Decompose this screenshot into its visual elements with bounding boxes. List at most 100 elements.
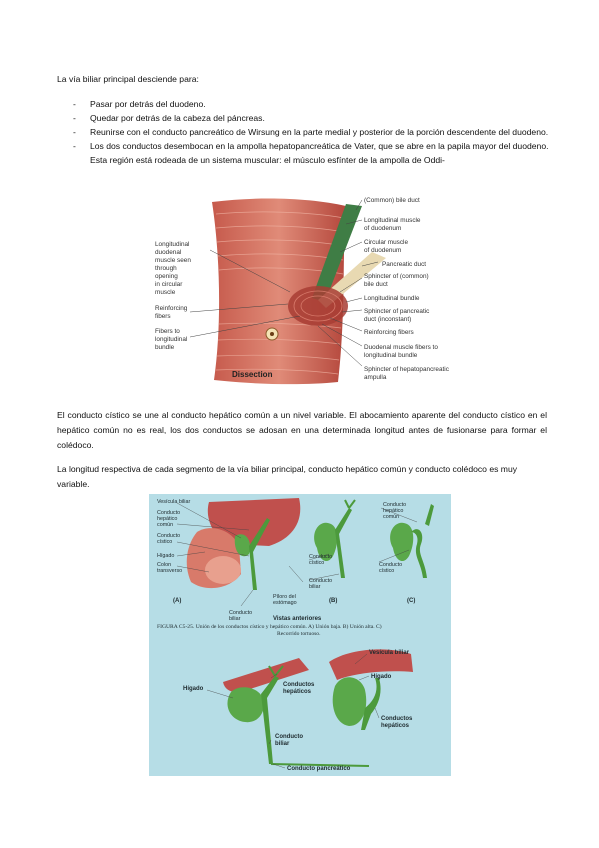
bullet-dash: - (73, 141, 76, 151)
liver-shape-e (329, 649, 413, 680)
label-higado-a: Hígado (157, 553, 174, 559)
svg-text:bundle: bundle (155, 344, 175, 351)
svg-text:through: through (155, 265, 177, 272)
list-item: -Reunirse con el conducto pancreático de… (73, 127, 549, 137)
svg-text:longitudinal: longitudinal (155, 336, 187, 343)
liver-shape-d (223, 658, 309, 692)
gallbladder-b (314, 522, 338, 562)
svg-text:Sphincter of (common): Sphincter of (common) (364, 273, 429, 280)
list-item: -Pasar por detrás del duodeno. (73, 99, 206, 109)
svg-text:muscle: muscle (155, 289, 176, 296)
svg-text:Conducto: Conducto (383, 502, 406, 508)
svg-text:duodenal: duodenal (155, 249, 181, 256)
label-reinforcing-fibers: Reinforcing (155, 305, 188, 312)
duodenal-wall (212, 198, 346, 385)
bile-duct-b (335, 508, 352, 578)
svg-text:transverso: transverso (157, 568, 182, 574)
bile-duct-a (249, 518, 270, 590)
svg-text:Conducto: Conducto (309, 554, 332, 560)
svg-text:común: común (157, 522, 173, 528)
list-item: -Quedar por detrás de la cabeza del pánc… (73, 113, 265, 123)
svg-text:Longitudinal bundle: Longitudinal bundle (364, 295, 420, 302)
svg-text:of duodenum: of duodenum (364, 225, 401, 232)
svg-text:común: común (383, 514, 399, 520)
duct-union-illustration: Vesícula biliar Conducto hepático común … (157, 498, 434, 772)
svg-text:Longitudinal muscle: Longitudinal muscle (364, 217, 421, 224)
bile-duct-d (261, 676, 279, 764)
svg-text:Conducto: Conducto (229, 610, 252, 616)
svg-text:ampulla: ampulla (364, 374, 387, 381)
panel-b-tag: (B) (329, 598, 337, 604)
svg-text:Circular muscle: Circular muscle (364, 239, 408, 246)
svg-text:Reinforcing fibers: Reinforcing fibers (364, 329, 414, 336)
label-fibers-to-bundle: Fibers to (155, 328, 180, 335)
svg-text:Conductos: Conductos (283, 682, 315, 688)
svg-text:Conductos: Conductos (381, 716, 413, 722)
svg-text:Colon: Colon (157, 562, 171, 568)
svg-text:Conducto: Conducto (309, 578, 332, 584)
svg-text:Sphincter of hepatopancreatic: Sphincter of hepatopancreatic (364, 366, 450, 373)
bile-duct (312, 204, 362, 302)
duct-e (361, 678, 381, 730)
svg-text:hepáticos: hepáticos (283, 689, 312, 695)
bullet-list: -Pasar por detrás del duodeno. -Quedar p… (57, 97, 552, 167)
svg-text:opening: opening (155, 273, 178, 280)
label-conducto-pancreatico: Conducto pancreático (287, 766, 351, 772)
dissection-illustration: Longitudinal duodenal muscle seen throug… (155, 197, 450, 385)
svg-text:biliar: biliar (275, 741, 290, 747)
label-pancreatic-duct: Pancreatic duct (382, 261, 426, 268)
svg-text:longitudinal bundle: longitudinal bundle (364, 352, 418, 359)
gallbladder-e (332, 677, 367, 726)
svg-text:in circular: in circular (155, 281, 183, 288)
bullet-dash: - (73, 113, 76, 123)
paragraph-length: La longitud respectiva de cada segmento … (57, 464, 518, 489)
svg-text:biliar: biliar (309, 584, 321, 590)
label-higado-d: Hígado (183, 686, 204, 692)
svg-text:hepáticos: hepáticos (381, 723, 410, 729)
gallbladder-c (390, 522, 414, 562)
svg-text:Conducto: Conducto (157, 510, 180, 516)
svg-text:cístico: cístico (157, 539, 172, 545)
bullet-dash: - (73, 99, 76, 109)
svg-text:cístico: cístico (379, 568, 394, 574)
dissection-caption: Dissection (232, 370, 273, 379)
svg-text:hepático: hepático (383, 508, 403, 514)
views-heading: Vistas anteriores (273, 616, 322, 622)
svg-text:duct (inconstant): duct (inconstant) (364, 316, 411, 323)
intro-text: La vía biliar principal desciende para: (57, 74, 199, 84)
svg-text:muscle seen: muscle seen (155, 257, 191, 264)
panel-a-tag: (A) (173, 598, 181, 604)
bullet-dash: - (73, 127, 76, 137)
svg-text:Píloro del: Píloro del (273, 594, 296, 600)
svg-text:Conducto: Conducto (379, 562, 402, 568)
svg-text:Sphincter of pancreatic: Sphincter of pancreatic (364, 308, 430, 315)
figure-caption-line1: FIGURA C5-25. Unión de los conductos cís… (157, 623, 382, 630)
svg-text:Duodenal muscle fibers to: Duodenal muscle fibers to (364, 344, 438, 351)
svg-text:Conducto: Conducto (275, 734, 303, 740)
label-vesicula-biliar-a: Vesícula biliar (157, 499, 190, 505)
list-item: -Los dos conductos desembocan en la ampo… (73, 141, 549, 165)
sphincter-dissection-figure: Longitudinal duodenal muscle seen throug… (150, 194, 450, 388)
liver-shape-a (207, 498, 301, 546)
svg-text:estómago: estómago (273, 600, 297, 606)
sphincter-complex (288, 286, 348, 326)
label-vesicula-biliar-e: Vesícula biliar (369, 650, 410, 656)
duct-union-figure: Vesícula biliar Conducto hepático común … (149, 494, 451, 776)
label-longitudinal-duodenal: Longitudinal (155, 241, 189, 248)
svg-text:cístico: cístico (309, 560, 324, 566)
svg-text:Conducto: Conducto (157, 533, 180, 539)
tortuous-duct-c (411, 529, 427, 578)
svg-text:biliar: biliar (229, 616, 241, 622)
gallbladder-d (227, 687, 265, 723)
gallbladder-a (234, 534, 251, 557)
panel-c-tag: (C) (407, 598, 415, 604)
label-common-bile-duct: (Common) bile duct (364, 197, 420, 204)
paragraph-cystic-duct: El conducto cístico se une al conducto h… (57, 410, 547, 450)
figure-caption-line2: Recorrido tortuoso. (277, 631, 321, 637)
svg-text:hepático: hepático (157, 516, 177, 522)
svg-text:Hígado: Hígado (371, 674, 392, 680)
svg-text:fibers: fibers (155, 313, 171, 320)
svg-text:bile duct: bile duct (364, 281, 388, 288)
svg-text:of duodenum: of duodenum (364, 247, 401, 254)
